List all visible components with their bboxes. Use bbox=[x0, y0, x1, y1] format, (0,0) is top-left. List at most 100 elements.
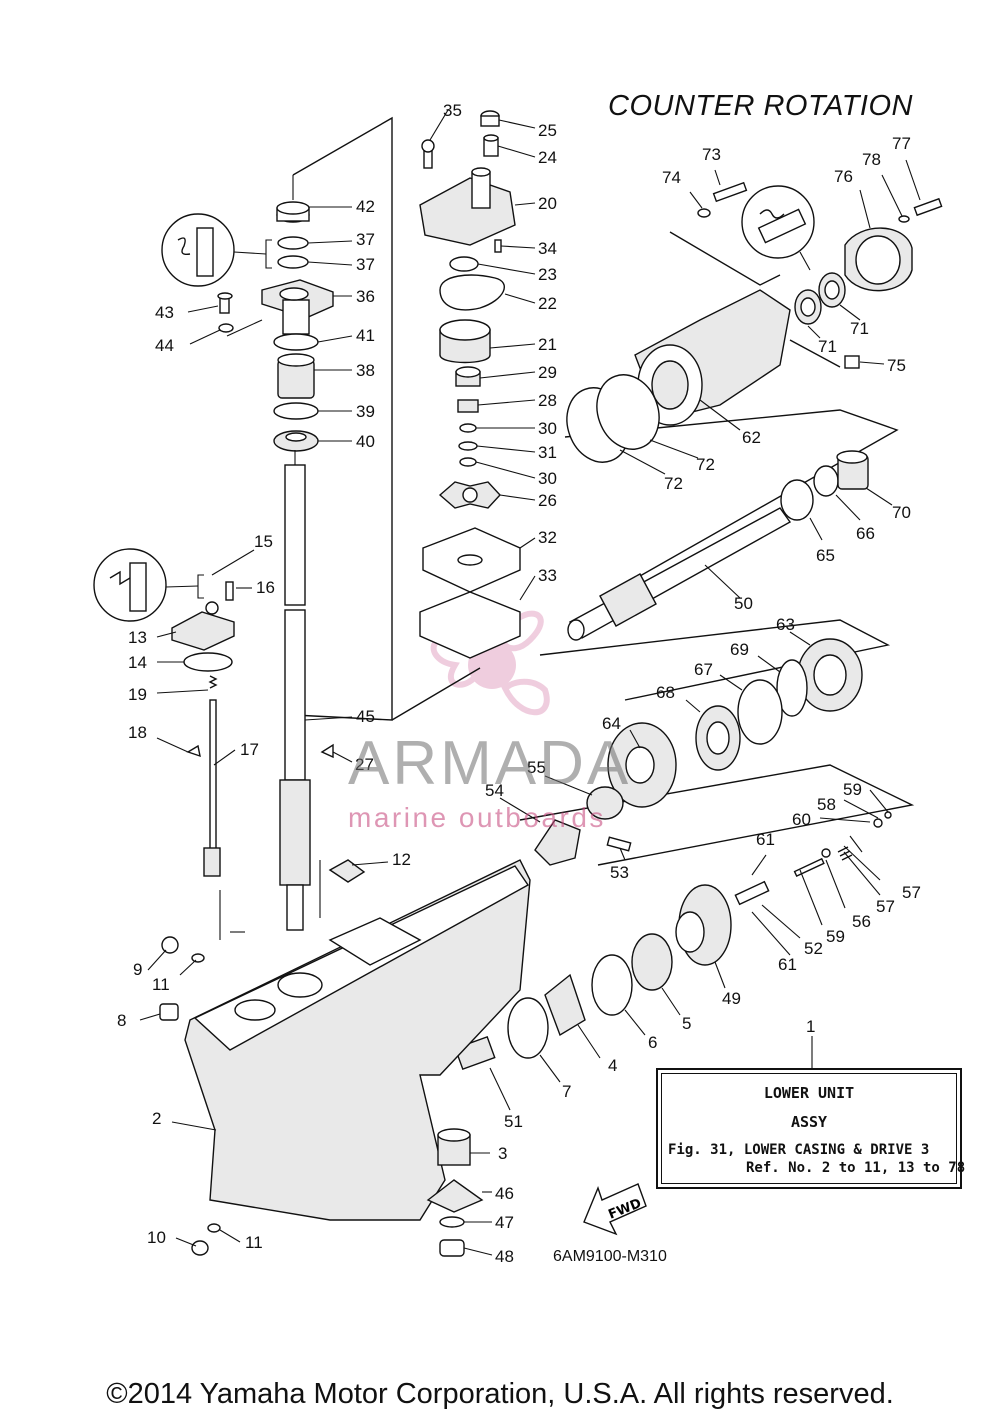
label-72a: 72 bbox=[696, 455, 715, 474]
label-19: 19 bbox=[128, 685, 147, 704]
label-78: 78 bbox=[862, 150, 881, 169]
reference-line-1: LOWER UNIT bbox=[763, 1084, 855, 1102]
label-67: 67 bbox=[694, 660, 713, 679]
label-52: 52 bbox=[804, 939, 823, 958]
label-21: 21 bbox=[538, 335, 557, 354]
prop-shaft-group bbox=[534, 450, 869, 866]
label-37a: 37 bbox=[356, 230, 375, 249]
grease-icon bbox=[161, 213, 272, 287]
label-22: 22 bbox=[538, 294, 557, 313]
label-14: 14 bbox=[128, 653, 147, 672]
label-77: 77 bbox=[892, 134, 911, 153]
label-56: 56 bbox=[852, 912, 871, 931]
label-69: 69 bbox=[730, 640, 749, 659]
label-37b: 37 bbox=[356, 255, 375, 274]
label-40: 40 bbox=[356, 432, 375, 451]
reference-line-4: Ref. No. 2 to 11, 13 to 78 bbox=[746, 1160, 966, 1176]
label-57b: 57 bbox=[876, 897, 895, 916]
label-59a: 59 bbox=[843, 780, 862, 799]
label-71a: 71 bbox=[818, 337, 837, 356]
watermark-name: ARMADA bbox=[348, 729, 632, 798]
label-61b: 61 bbox=[778, 955, 797, 974]
label-13: 13 bbox=[128, 628, 147, 647]
label-9: 9 bbox=[133, 960, 142, 979]
leader-lines bbox=[139, 109, 921, 1256]
label-57a: 57 bbox=[902, 883, 921, 902]
label-20: 20 bbox=[538, 194, 557, 213]
label-5: 5 bbox=[682, 1014, 691, 1033]
water-pump-column bbox=[419, 110, 521, 659]
label-45: 45 bbox=[356, 707, 375, 726]
label-74: 74 bbox=[662, 168, 681, 187]
label-17: 17 bbox=[240, 740, 259, 759]
label-72b: 72 bbox=[664, 474, 683, 493]
drawing-code: 6AM9100-M310 bbox=[553, 1248, 667, 1265]
label-23: 23 bbox=[538, 265, 557, 284]
forward-gear-group bbox=[454, 811, 892, 1071]
label-11a: 11 bbox=[152, 975, 170, 994]
label-66: 66 bbox=[856, 524, 875, 543]
label-60: 60 bbox=[792, 810, 811, 829]
label-27: 27 bbox=[355, 755, 374, 774]
label-34: 34 bbox=[538, 239, 557, 258]
label-24: 24 bbox=[538, 148, 557, 167]
label-8: 8 bbox=[117, 1011, 126, 1030]
grease-icon bbox=[741, 185, 815, 271]
label-73: 73 bbox=[702, 145, 721, 164]
label-33: 33 bbox=[538, 566, 557, 585]
label-15: 15 bbox=[254, 532, 273, 551]
label-47: 47 bbox=[495, 1213, 514, 1232]
label-30b: 30 bbox=[538, 469, 557, 488]
label-32: 32 bbox=[538, 528, 557, 547]
label-31: 31 bbox=[538, 443, 557, 462]
label-16: 16 bbox=[256, 578, 275, 597]
label-18: 18 bbox=[128, 723, 147, 742]
label-7: 7 bbox=[562, 1082, 571, 1101]
label-61a: 61 bbox=[756, 830, 775, 849]
label-70: 70 bbox=[892, 503, 911, 522]
label-44: 44 bbox=[155, 336, 174, 355]
label-36: 36 bbox=[356, 287, 375, 306]
label-64: 64 bbox=[602, 714, 621, 733]
label-54: 54 bbox=[485, 781, 504, 800]
copyright-notice: ©2014 Yamaha Motor Corporation, U.S.A. A… bbox=[106, 1378, 894, 1410]
reference-box: LOWER UNIT ASSY Fig. 31, LOWER CASING & … bbox=[656, 1068, 966, 1189]
prop-shaft-housing bbox=[566, 181, 943, 463]
label-59b: 59 bbox=[826, 927, 845, 946]
label-68: 68 bbox=[656, 683, 675, 702]
label-28: 28 bbox=[538, 391, 557, 410]
label-63: 63 bbox=[776, 615, 795, 634]
label-30a: 30 bbox=[538, 419, 557, 438]
fwd-arrow-icon: FWD bbox=[583, 1183, 647, 1236]
label-43: 43 bbox=[155, 303, 174, 322]
page-title: COUNTER ROTATION bbox=[608, 90, 913, 122]
label-6: 6 bbox=[648, 1033, 657, 1052]
label-75: 75 bbox=[887, 356, 906, 375]
drive-shaft-column bbox=[217, 175, 366, 931]
sealant-icon bbox=[93, 548, 204, 622]
label-65: 65 bbox=[816, 546, 835, 565]
part-number-labels: 1 2 3 4 5 6 7 8 9 10 11 11 12 13 14 15 1… bbox=[117, 101, 921, 1266]
label-42: 42 bbox=[356, 197, 375, 216]
label-35: 35 bbox=[443, 101, 462, 120]
label-50: 50 bbox=[734, 594, 753, 613]
label-26: 26 bbox=[538, 491, 557, 510]
label-25: 25 bbox=[538, 121, 557, 140]
label-29: 29 bbox=[538, 363, 557, 382]
label-53: 53 bbox=[610, 863, 629, 882]
watermark-tagline: marine outboards bbox=[348, 802, 606, 833]
label-76: 76 bbox=[834, 167, 853, 186]
label-55: 55 bbox=[527, 758, 546, 777]
shift-rod-column bbox=[171, 581, 235, 877]
label-10: 10 bbox=[147, 1228, 166, 1247]
lower-casing bbox=[159, 859, 531, 1257]
label-11b: 11 bbox=[245, 1233, 263, 1252]
label-62: 62 bbox=[742, 428, 761, 447]
label-38: 38 bbox=[356, 361, 375, 380]
label-58: 58 bbox=[817, 795, 836, 814]
reference-line-3: Fig. 31, LOWER CASING & DRIVE 3 bbox=[668, 1142, 930, 1158]
label-3: 3 bbox=[498, 1144, 507, 1163]
label-41: 41 bbox=[356, 326, 375, 345]
label-51: 51 bbox=[504, 1112, 523, 1131]
